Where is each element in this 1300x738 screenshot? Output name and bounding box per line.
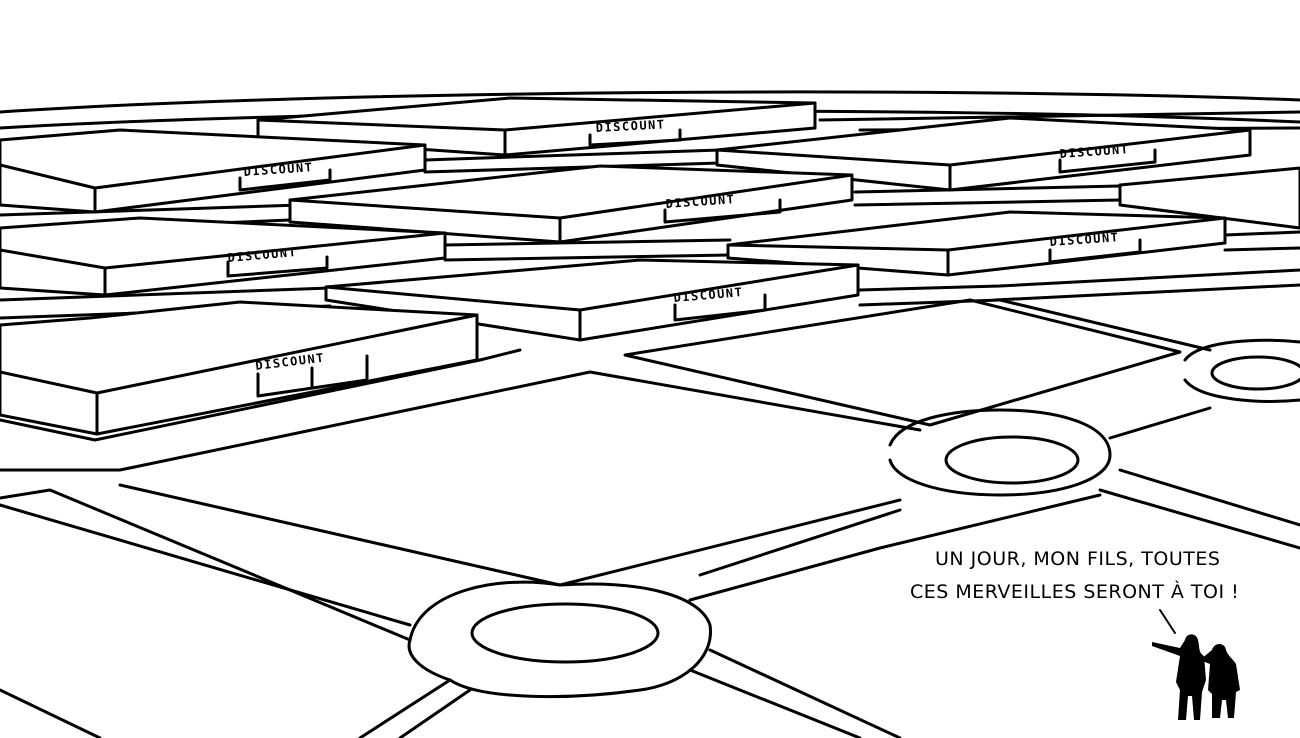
store-sign: DISCOUNT bbox=[673, 285, 744, 305]
speech-caption: UN JOUR, MON FILS, TOUTES CES MERVEILLES… bbox=[910, 548, 1239, 634]
speech-line-1: UN JOUR, MON FILS, TOUTES bbox=[935, 548, 1220, 570]
store-sign: DISCOUNT bbox=[1049, 230, 1120, 249]
roundabout-center-right bbox=[1210, 355, 1300, 391]
father-and-son-silhouettes bbox=[1152, 634, 1240, 720]
speech-pointer bbox=[1159, 609, 1176, 634]
store-far-right bbox=[1118, 166, 1300, 230]
store-sign: DISCOUNT bbox=[665, 192, 736, 211]
store-left-mid bbox=[0, 216, 447, 297]
roundabouts bbox=[407, 338, 1300, 699]
store-center bbox=[288, 164, 854, 244]
roundabout-center-mid bbox=[944, 435, 1080, 485]
roundabout-center-bottom bbox=[470, 602, 660, 664]
speech-line-2: CES MERVEILLES SERONT À TOI ! bbox=[910, 580, 1239, 603]
store-sign: DISCOUNT bbox=[243, 160, 314, 179]
store-sign: DISCOUNT bbox=[227, 245, 298, 265]
store-sign: DISCOUNT bbox=[595, 117, 665, 135]
store-back-center bbox=[256, 96, 817, 157]
store-front-left bbox=[0, 300, 479, 436]
discount-stores: DISCOUNT DISCOUNT DISCOUNT DISCOUNT DISC… bbox=[0, 96, 1300, 436]
foreground-roads bbox=[0, 298, 1300, 738]
store-left-back bbox=[0, 128, 427, 214]
store-right-mid bbox=[726, 210, 1227, 277]
store-sign: DISCOUNT bbox=[1059, 142, 1130, 161]
store-right-back bbox=[715, 116, 1252, 192]
